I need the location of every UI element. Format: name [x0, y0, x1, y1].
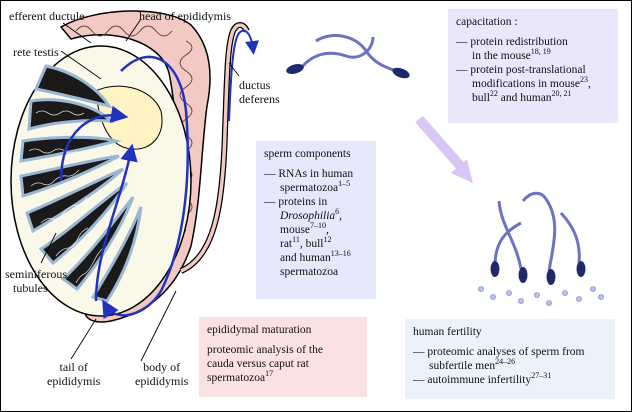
- sperm-pair-top: [286, 34, 410, 79]
- epididymal-title: epididymal maturation: [207, 324, 312, 336]
- tubule-squiggles: [28, 110, 103, 284]
- leader-lines: [40, 18, 240, 362]
- rete-testis-region: [95, 85, 163, 150]
- label-head-of-epididymis: head of epididymis: [139, 9, 231, 23]
- fertility-title: human fertility: [413, 326, 482, 338]
- label-efferent-ductule: efferent ductule: [9, 9, 85, 23]
- label-rete-testis: rete testis: [13, 45, 59, 59]
- label-ductus-deferens: ductus deferens: [239, 78, 280, 106]
- seminiferous-lobules: [19, 64, 143, 303]
- sperm-components-title: sperm components: [264, 148, 351, 160]
- sperm-group-bottom: [478, 191, 604, 306]
- label-body-of-epididymis: body of epididymis: [135, 360, 189, 388]
- capacitation-title: capacitation :: [456, 16, 518, 28]
- ductus-flow-arrow: [228, 29, 259, 122]
- flow-arrow-lower: [94, 143, 138, 302]
- label-seminiferous-tubules: seminiferous tubules: [5, 267, 67, 295]
- fertility-item-2: — autoimmune infertility27–31: [413, 371, 552, 386]
- human-fertility-box: human fertility — proteomic analyses of …: [405, 319, 615, 399]
- flow-arrow-tubules: [59, 105, 129, 182]
- label-tail-of-epididymis: tail of epididymis: [47, 360, 101, 388]
- flow-arrow-epididymis: [102, 55, 189, 320]
- epididymal-maturation-box: epididymal maturation proteomic analysis…: [199, 317, 367, 397]
- transition-arrow: [415, 115, 467, 173]
